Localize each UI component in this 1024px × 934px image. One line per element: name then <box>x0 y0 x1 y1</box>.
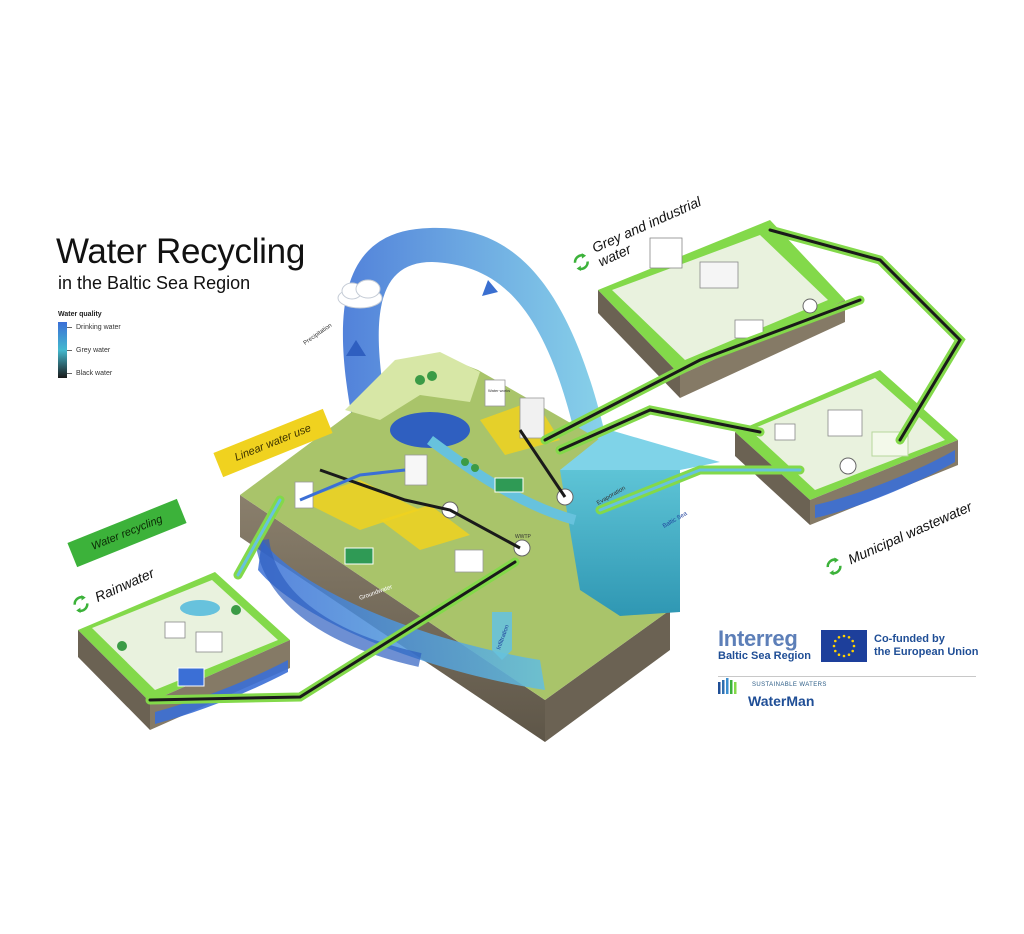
legend-tick <box>67 327 72 328</box>
legend-item-drinking: Drinking water <box>76 324 121 331</box>
interreg-subtitle: Baltic Sea Region <box>718 650 811 662</box>
main-landmass <box>240 352 720 742</box>
cloud-icon <box>337 279 383 309</box>
legend-tick <box>67 373 72 374</box>
grey-industrial-platform <box>598 220 845 398</box>
partner-logos: Interreg Baltic Sea Region Co-funded by … <box>718 626 979 716</box>
recycle-icon <box>826 557 842 576</box>
cofunded-line1: Co-funded by <box>874 633 945 645</box>
rainwater-platform <box>78 572 290 730</box>
page-title: Water Recycling <box>56 232 305 271</box>
municipal-wastewater-label: Municipal wastewater <box>821 496 975 579</box>
precipitation-label: Precipitation <box>303 323 333 347</box>
legend-title: Water quality <box>58 311 102 318</box>
interreg-logo-text: Interreg <box>718 626 798 651</box>
waterman-bars-icon <box>718 678 737 694</box>
legend-gradient-bar <box>58 322 67 378</box>
grey-industrial-label: Grey and industrial water <box>566 193 709 280</box>
legend-item-grey: Grey water <box>76 347 111 354</box>
waterman-logo-text: WaterMan <box>748 693 815 709</box>
recycle-icon <box>573 253 589 272</box>
legend-item-black: Black water <box>76 370 113 377</box>
logo-divider <box>718 676 976 677</box>
sustainable-waters-text: SUSTAINABLE WATERS <box>752 682 827 688</box>
connection-pipes <box>145 225 966 705</box>
cofunded-text: Co-funded by the European Union <box>874 633 979 659</box>
cofunded-line2: the European Union <box>874 646 979 658</box>
rainwater-label: Rainwater <box>68 563 157 617</box>
eu-flag-icon <box>821 630 867 662</box>
water-works-label: Water works <box>488 388 510 393</box>
water-cycle-arc <box>342 227 622 526</box>
legend-tick <box>67 350 72 351</box>
page-subtitle: in the Baltic Sea Region <box>58 273 251 293</box>
recycle-icon <box>73 595 89 613</box>
wwtp-label: WWTP <box>515 534 531 540</box>
